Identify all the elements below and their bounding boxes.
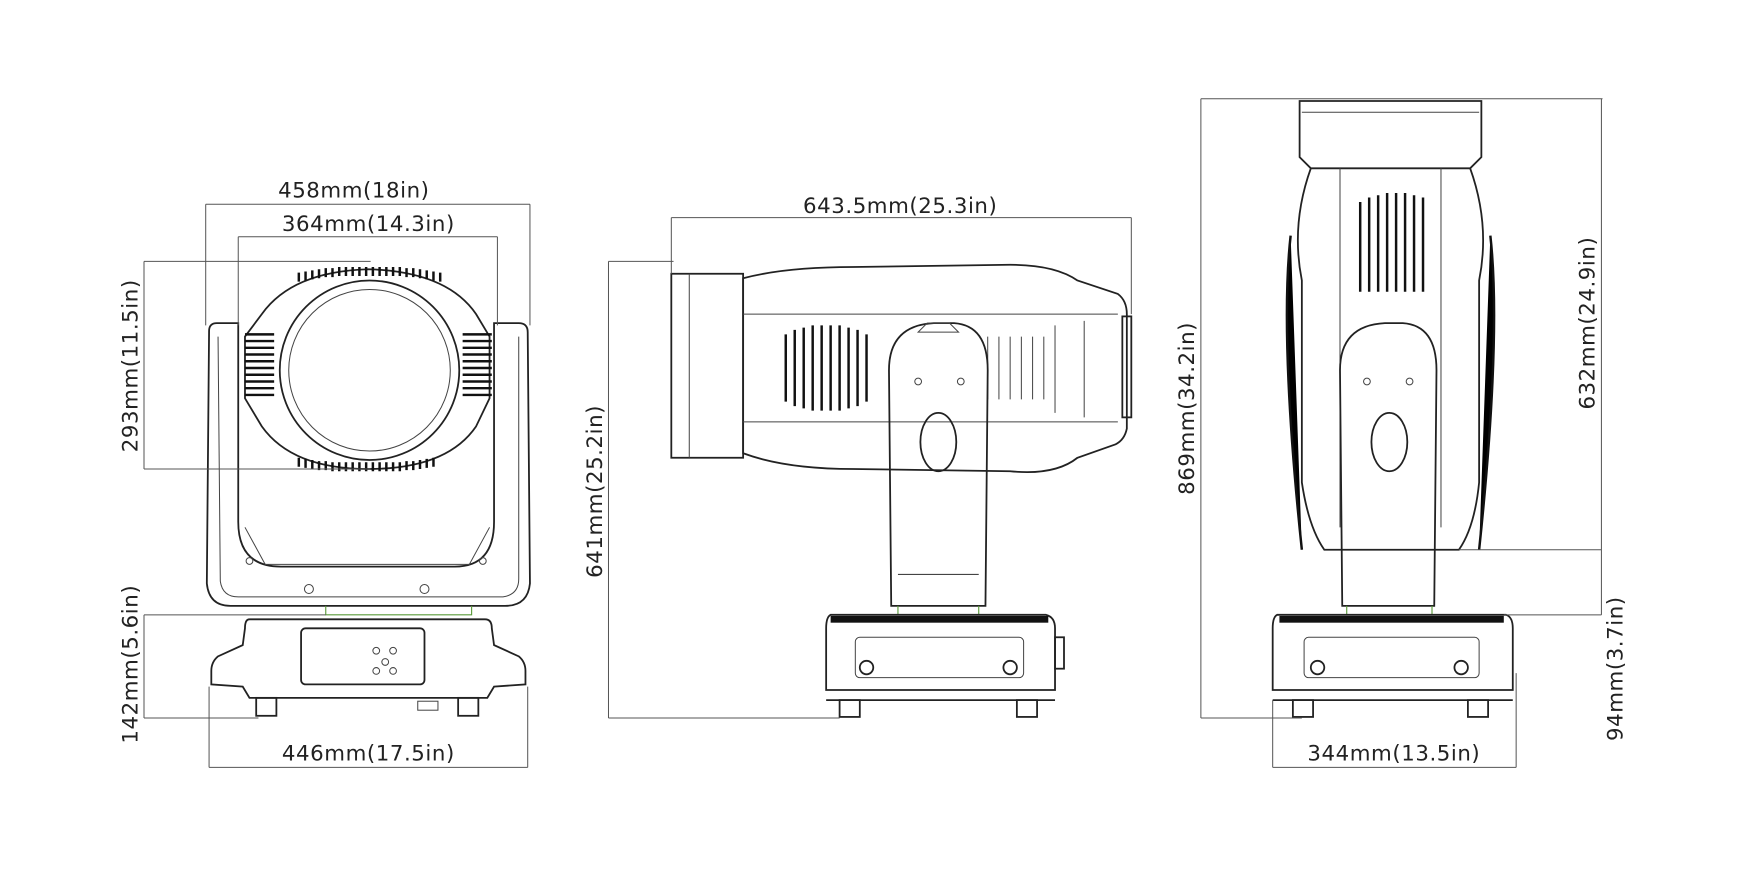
rear-head-height-label: 632mm(24.9in) [1576, 237, 1601, 410]
side-head-length-label: 643.5mm(25.3in) [803, 194, 997, 219]
front-yoke [205, 322, 531, 607]
front-base-height-label: 142mm(5.6in) [118, 585, 143, 744]
side-head [670, 263, 1133, 474]
rear-view: 869mm(34.2in) 632mm(24.9in) 94mm(3.7in) … [1175, 98, 1629, 768]
rear-head [1285, 100, 1496, 551]
front-head-height-label: 293mm(11.5in) [118, 279, 143, 452]
rear-arm [1339, 322, 1438, 607]
side-dimension-lines [607, 217, 1132, 719]
rear-clearance-label: 94mm(3.7in) [1604, 596, 1629, 741]
front-head-width-label: 364mm(14.3in) [282, 212, 455, 237]
front-head [244, 267, 492, 472]
front-overall-width-label: 458mm(18in) [278, 178, 429, 203]
front-heatsink-fins [244, 267, 492, 472]
front-view: 458mm(18in) 364mm(14.3in) 293mm(11.5in) … [118, 178, 531, 768]
rear-total-height-label: 869mm(34.2in) [1175, 322, 1200, 495]
front-base-width-label: 446mm(17.5in) [282, 742, 455, 767]
side-arm [888, 322, 989, 607]
front-base [210, 605, 527, 717]
front-dimension-lines [143, 203, 531, 768]
rear-dimension-lines [1200, 98, 1603, 768]
side-base [825, 605, 1065, 718]
rear-base-width-label: 344mm(13.5in) [1307, 742, 1480, 767]
rear-base [1271, 605, 1514, 718]
side-total-height-label: 641mm(25.2in) [583, 405, 608, 578]
side-view: 643.5mm(25.3in) 641mm(25.2in) [583, 194, 1133, 719]
